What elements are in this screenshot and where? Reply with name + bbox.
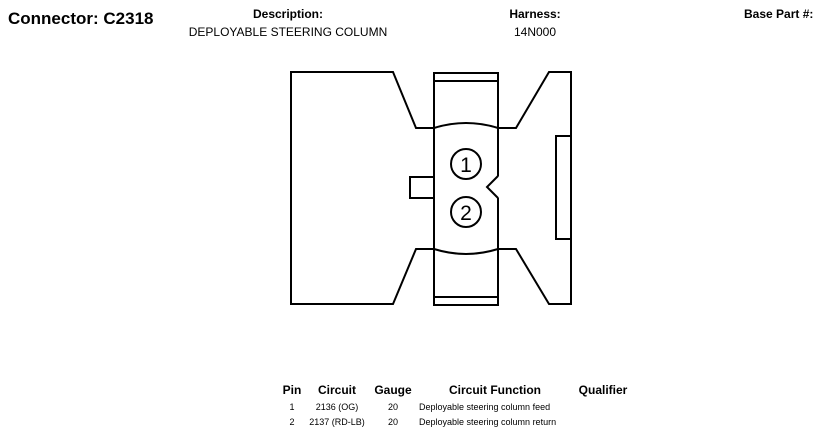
header-pin: Pin (282, 383, 302, 397)
insert-notch (487, 176, 499, 198)
harness-label: Harness: (509, 7, 561, 21)
row-1-function: Deployable steering column feed (419, 402, 551, 412)
upper-arch (433, 122, 499, 129)
left-latch-tab (409, 176, 434, 199)
connector-title: Connector: C2318 (8, 9, 154, 28)
harness-value: 14N000 (513, 25, 557, 39)
header-qualifier: Qualifier (578, 383, 628, 397)
right-housing-outline (498, 71, 572, 305)
base-part-label: Base Part #: (744, 7, 814, 21)
header-circuit: Circuit (317, 383, 357, 397)
pin-2-label: 2 (460, 202, 472, 225)
description-label: Description: (252, 7, 324, 21)
center-insert-outline (433, 72, 499, 306)
pin-2-circle (450, 196, 482, 228)
row-1-gauge: 20 (387, 402, 399, 412)
header-gauge: Gauge (374, 383, 412, 397)
row-2-gauge: 20 (387, 417, 399, 427)
lower-arch (433, 248, 499, 255)
pin-1-label: 1 (460, 154, 472, 177)
left-housing-outline (290, 71, 434, 305)
row-2-function: Deployable steering column return (419, 417, 557, 427)
header-circuit-function: Circuit Function (449, 383, 541, 397)
row-2-pin: 2 (289, 417, 295, 427)
row-1-pin: 1 (289, 402, 295, 412)
row-1-circuit: 2136 (OG) (315, 402, 359, 412)
right-end-cap (555, 135, 571, 240)
pin-1-circle (450, 148, 482, 180)
row-2-circuit: 2137 (RD-LB) (309, 417, 365, 427)
description-value: DEPLOYABLE STEERING COLUMN (188, 25, 388, 39)
